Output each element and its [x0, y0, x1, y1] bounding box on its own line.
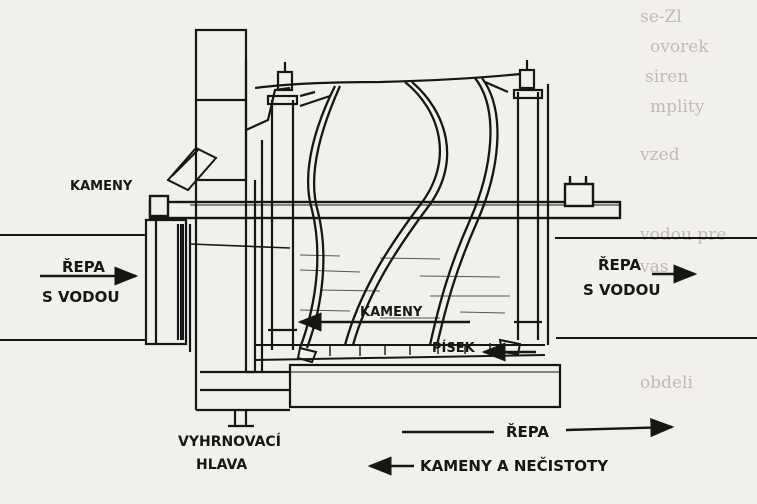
svg-text:siren: siren [645, 67, 688, 87]
drum-frame [254, 60, 550, 372]
svg-text:vzed: vzed [639, 145, 680, 165]
spiral-blades [298, 77, 499, 349]
legend-stones-dirt-label: KAMENY A NEČISTOTY [420, 456, 609, 475]
svg-text:ovorek: ovorek [650, 37, 709, 57]
label-beet-in-line1: ŘEPA [62, 257, 105, 276]
label-sand: PÍSEK [432, 340, 476, 356]
legend-beet-arrow-right [565, 418, 675, 438]
inlet-flange [144, 218, 192, 352]
label-head-line1: VYHRNOVACÍ [178, 433, 281, 450]
label-stones-inner: KAMENY [360, 305, 423, 320]
flow-arrows [40, 264, 698, 476]
main-shaft [148, 176, 622, 220]
label-beet-in-line2: S VODOU [42, 288, 120, 306]
stone-chute [194, 28, 291, 412]
svg-text:vas: vas [639, 257, 668, 277]
label-beet-out-line1: ŘEPA [598, 255, 641, 274]
water [0, 234, 757, 341]
label-stones: KAMENY [70, 179, 133, 194]
machine-base [200, 363, 562, 428]
label-beet-out-line2: S VODOU [583, 281, 661, 299]
svg-text:obdeli: obdeli [640, 373, 693, 393]
label-head-line2: HLAVA [196, 457, 247, 473]
labels: KAMENY ŘEPA S VODOU ŘEPA S VODOU KAMENY … [42, 179, 661, 475]
stone-outlet-chute [166, 146, 218, 192]
legend-beet-label: ŘEPA [506, 422, 549, 441]
svg-text:vodou pre: vodou pre [639, 225, 726, 245]
svg-text:se-Zl: se-Zl [640, 7, 682, 27]
bleed-through-text: se-Zl ovorek siren mplity vzed vodou pre… [639, 7, 726, 393]
svg-text:mplity: mplity [650, 97, 705, 117]
